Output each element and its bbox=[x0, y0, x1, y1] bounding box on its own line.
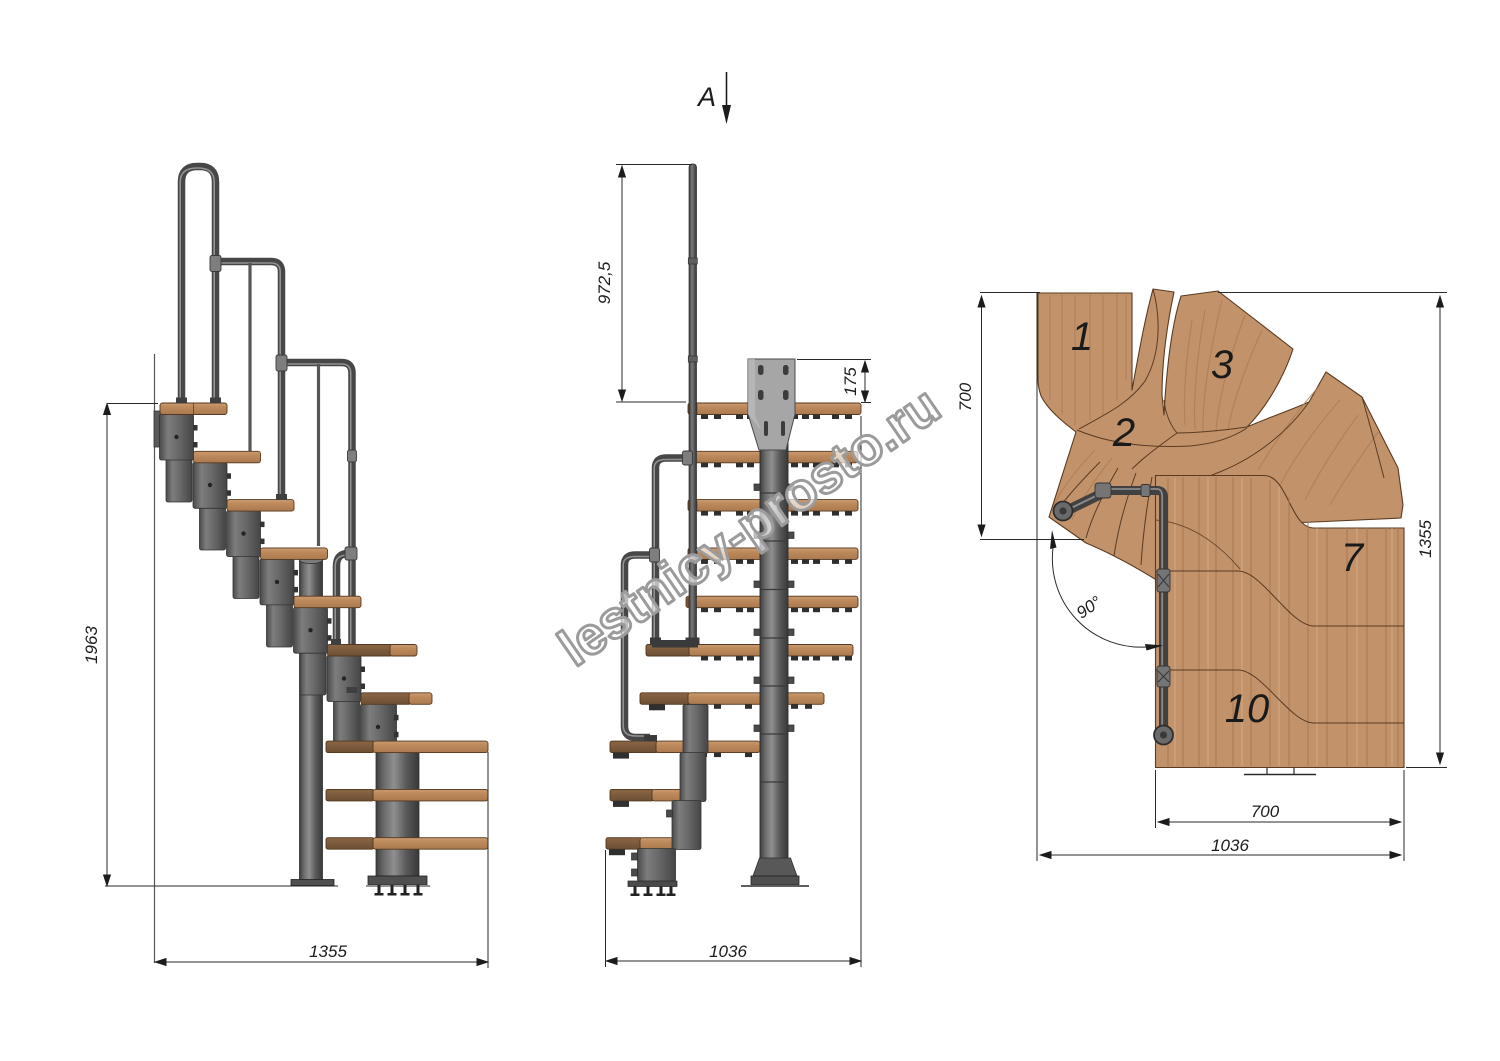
svg-text:700: 700 bbox=[1251, 802, 1280, 821]
svg-text:1355: 1355 bbox=[309, 942, 347, 961]
svg-text:1036: 1036 bbox=[1211, 836, 1249, 855]
svg-text:700: 700 bbox=[956, 382, 975, 411]
svg-text:3: 3 bbox=[1211, 343, 1233, 387]
svg-text:1355: 1355 bbox=[1416, 520, 1435, 558]
svg-text:1: 1 bbox=[1071, 315, 1093, 359]
svg-text:7: 7 bbox=[1341, 536, 1365, 580]
svg-text:972,5: 972,5 bbox=[595, 261, 614, 304]
svg-text:175: 175 bbox=[841, 367, 860, 396]
svg-text:10: 10 bbox=[1225, 687, 1270, 731]
svg-text:1036: 1036 bbox=[709, 942, 747, 961]
svg-text:A: A bbox=[696, 82, 716, 112]
svg-text:1963: 1963 bbox=[82, 626, 101, 664]
svg-text:2: 2 bbox=[1112, 411, 1135, 455]
